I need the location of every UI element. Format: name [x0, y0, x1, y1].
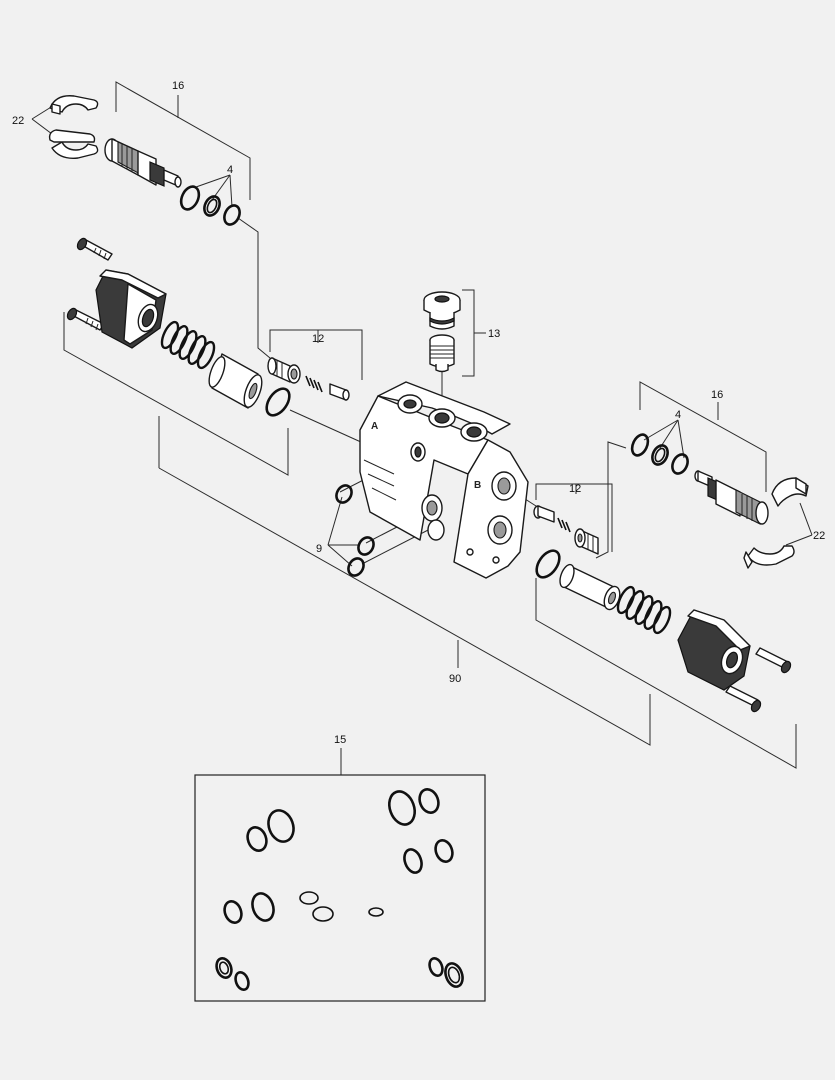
check-seat-12-right — [533, 505, 599, 555]
callout-15: 15 — [334, 734, 346, 746]
check-valve-cartridge-16-right — [694, 470, 769, 525]
seal-kit-frame — [194, 774, 486, 1002]
spring-left — [160, 320, 216, 370]
o-rings-4-top — [179, 185, 241, 226]
callout-12-left: 12 — [312, 333, 324, 345]
right-cover-group — [535, 549, 792, 713]
callout-labels: 16 22 4 12 13 16 4 12 22 9 90 15 — [12, 80, 825, 746]
callout-16-top: 16 — [172, 80, 184, 92]
clip-22-top — [48, 95, 99, 159]
callout-22-top: 22 — [12, 115, 24, 127]
callout-22-right: 22 — [813, 530, 825, 542]
check-valve-cartridge-16-top — [104, 138, 182, 188]
port-a-label: A — [371, 421, 378, 432]
callout-16-right: 16 — [711, 389, 723, 401]
o-rings-4-right — [630, 433, 689, 475]
callout-4-right: 4 — [675, 409, 681, 421]
seal-kit-15 — [194, 774, 486, 1002]
port-b-label: B — [474, 480, 481, 491]
callout-13: 13 — [488, 328, 500, 340]
left-cover-group — [66, 237, 291, 417]
check-seat-12-left — [267, 357, 350, 401]
callout-9: 9 — [316, 543, 322, 555]
o-rings-9 — [335, 484, 375, 577]
valve-body: A B — [359, 381, 529, 579]
callout-4-top: 4 — [227, 164, 233, 176]
clip-22-right — [743, 477, 809, 569]
callout-90: 90 — [449, 673, 461, 685]
callout-12-right: 12 — [569, 483, 581, 495]
plug-13 — [423, 291, 461, 373]
spring-right — [616, 585, 672, 635]
